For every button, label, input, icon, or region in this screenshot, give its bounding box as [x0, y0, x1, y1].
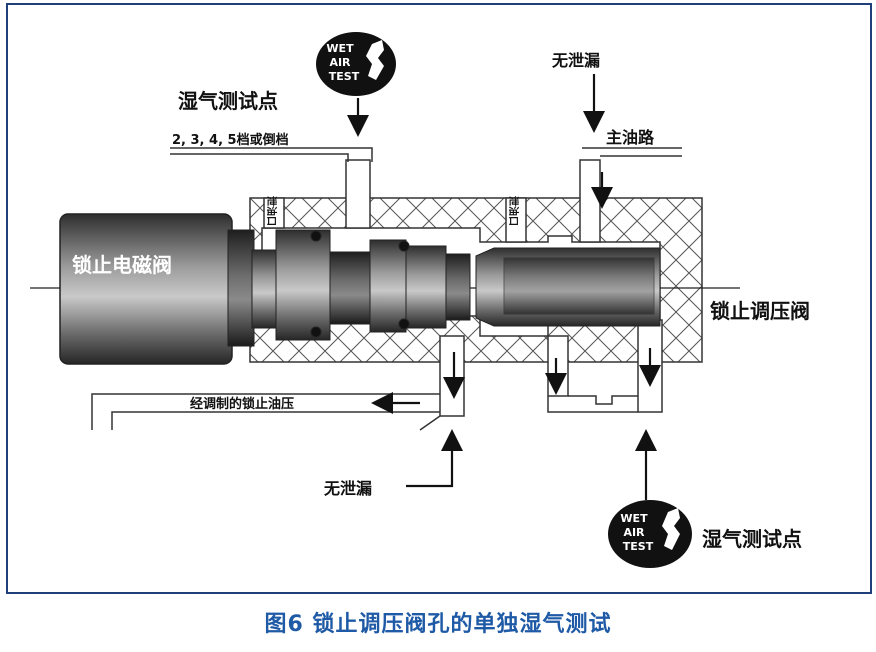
label-main-line: 主油路 — [606, 128, 655, 147]
label-wet-test-point-bottom: 湿气测试点 — [702, 527, 802, 551]
label-lockup-regulator: 锁止调压阀 — [710, 299, 810, 323]
label-drain-right: 泄油口 — [507, 196, 520, 226]
diagram: WET AIR TEST WET AIR TEST 湿气测试点 无泄漏 2, 3… — [6, 3, 872, 594]
hand-icon — [662, 508, 680, 550]
label-gear-range: 2, 3, 4, 5档或倒档 — [172, 132, 289, 148]
label-no-leak-top: 无泄漏 — [551, 51, 600, 70]
lower-lines — [91, 147, 682, 431]
badge-top-line2: AIR — [329, 56, 351, 69]
label-wet-test-point-top: 湿气测试点 — [178, 89, 278, 113]
wet-air-test-badge-bottom: WET AIR TEST — [608, 500, 692, 568]
label-lockup-solenoid: 锁止电磁阀 — [72, 253, 172, 277]
wet-air-test-badge-top: WET AIR TEST — [316, 32, 396, 96]
flow-arrows — [347, 74, 661, 500]
badge-top-line3: TEST — [329, 70, 360, 83]
spool-valve — [275, 229, 471, 341]
badge-bottom-line2: AIR — [623, 526, 645, 539]
regulator-spool — [475, 247, 661, 327]
lockup-solenoid-body — [59, 213, 277, 365]
badge-top-line1: WET — [326, 42, 354, 55]
badge-bottom-line3: TEST — [623, 540, 654, 553]
label-no-leak-bottom: 无泄漏 — [323, 479, 372, 498]
badge-bottom-line1: WET — [620, 512, 648, 525]
label-modulated-pressure: 经调制的锁止油压 — [190, 396, 294, 412]
figure-caption: 图6 锁止调压阀孔的单独湿气测试 — [264, 612, 612, 637]
label-drain-left: 泄油口 — [265, 196, 278, 226]
hand-icon — [366, 40, 384, 80]
